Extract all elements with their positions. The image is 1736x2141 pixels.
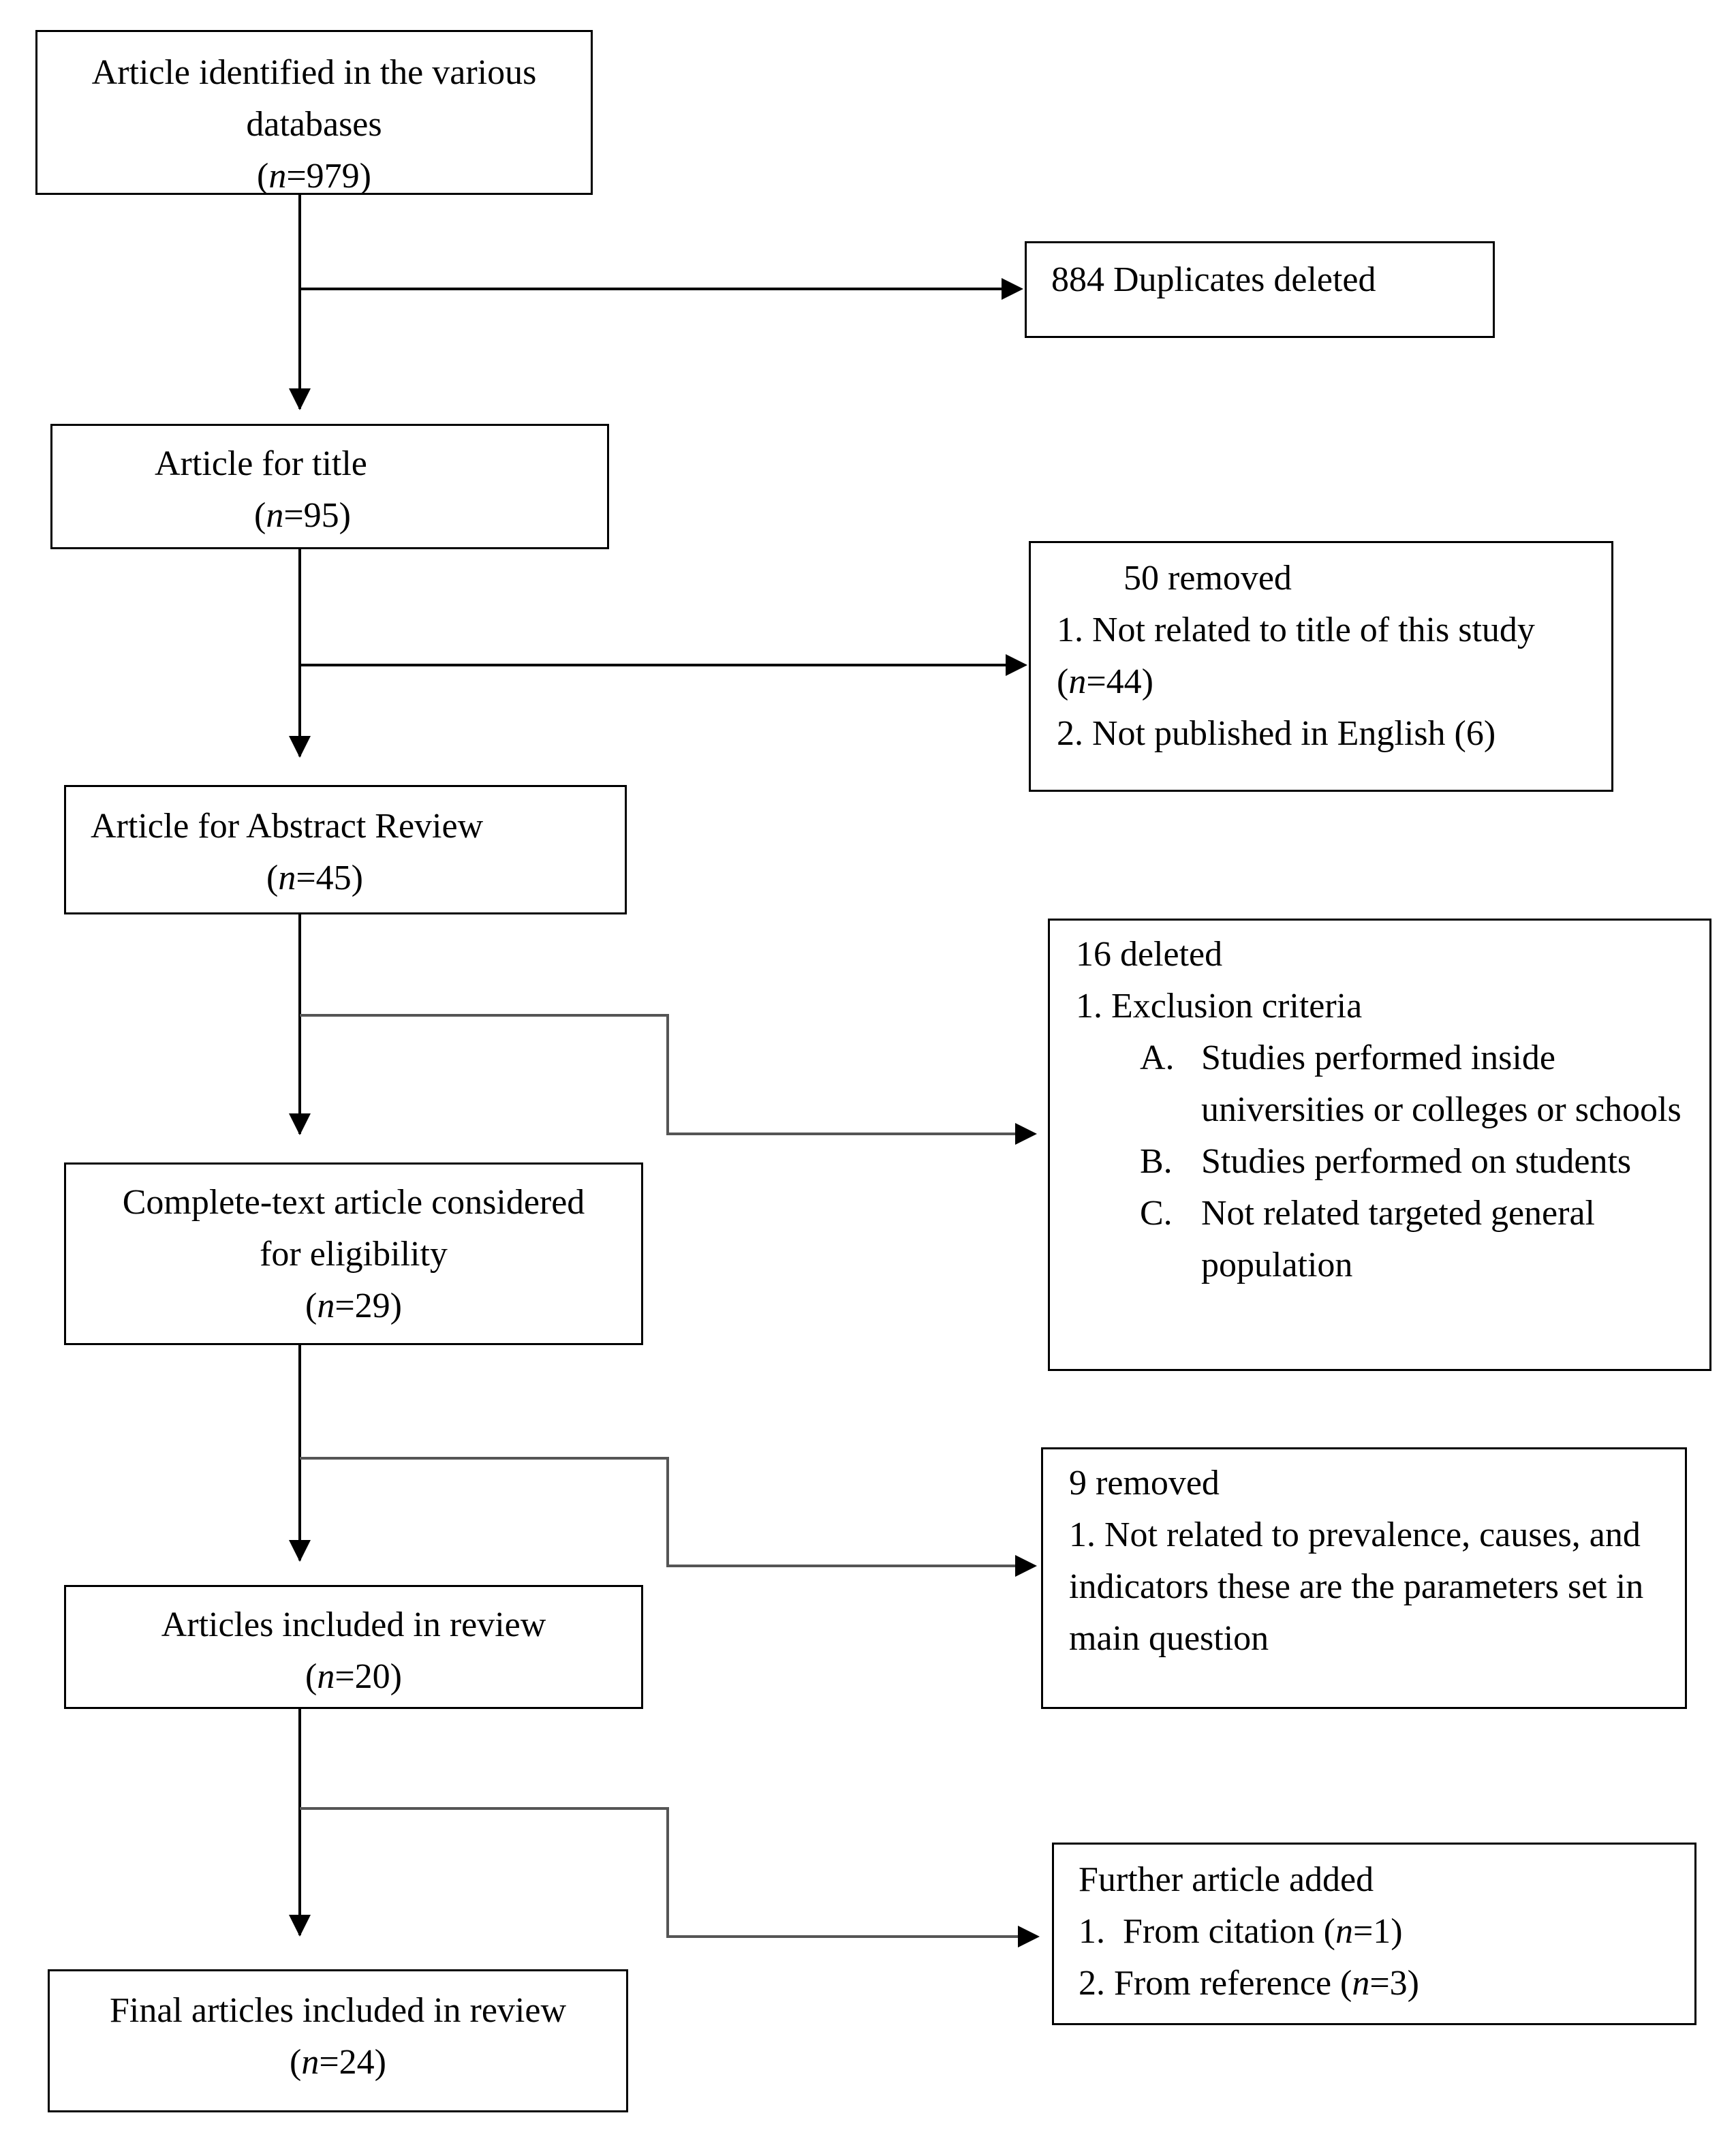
removed-50-n-label: n — [1068, 662, 1087, 701]
box-added: Further article added 1. From citation (… — [1052, 1843, 1696, 2025]
arrowhead-added — [1018, 1926, 1040, 1947]
added-item1-text: 1. From citation ( — [1079, 1912, 1335, 1951]
deleted-16-head: 16 deleted — [1076, 935, 1223, 974]
added-item2-text: 2. From reference ( — [1079, 1964, 1352, 2003]
arrowhead-removed-50 — [1006, 654, 1027, 676]
box-identified: Article identified in the various databa… — [35, 30, 593, 196]
box-abstract: Article for Abstract Review (n=45) — [64, 785, 627, 914]
fulltext-n-value: =29 — [335, 1287, 390, 1325]
identified-line1: Article identified in the various — [91, 53, 537, 92]
added-head: Further article added — [1079, 1860, 1374, 1899]
deleted-16-sub-b-text: Studies performed on students — [1201, 1142, 1632, 1181]
arrowhead-fulltext — [289, 1113, 311, 1135]
arrowhead-title — [289, 388, 311, 410]
abstract-n-label: n — [278, 859, 296, 897]
deleted-16-sub-c-label: C. — [1140, 1194, 1173, 1233]
added-item2-n-label: n — [1352, 1964, 1370, 2003]
fulltext-line2: for eligibility — [260, 1235, 448, 1274]
fulltext-n-label: n — [317, 1287, 335, 1325]
arrowhead-abstract — [289, 736, 311, 758]
box-removed-50: 50 removed 1. Not related to title of th… — [1029, 541, 1613, 792]
box-fulltext: Complete-text article considered for eli… — [64, 1162, 643, 1345]
title-n-label: n — [266, 496, 284, 535]
abstract-n-value: =45 — [296, 859, 352, 897]
added-item1-n-value: =1) — [1352, 1912, 1403, 1951]
included-n-value: =20 — [335, 1657, 390, 1696]
deleted-16-sub-c-text: Not related targeted general population — [1201, 1194, 1595, 1284]
branch-to-deleted-16 — [300, 1014, 1015, 1135]
arrowhead-final — [289, 1915, 311, 1937]
fulltext-count: (n=29) — [305, 1287, 402, 1325]
box-title: Article for title (n=95) — [50, 424, 609, 549]
included-count: (n=20) — [305, 1657, 402, 1696]
deleted-16-item1: 1. Exclusion criteria — [1076, 987, 1363, 1026]
deleted-16-sub-a-label: A. — [1140, 1038, 1175, 1077]
arrowhead-deleted-16 — [1015, 1123, 1037, 1145]
removed-50-head: 50 removed — [1123, 559, 1292, 598]
added-item2-n-value: =3) — [1369, 1964, 1420, 2003]
arrowhead-removed-9 — [1015, 1555, 1037, 1577]
title-line1: Article for title — [155, 444, 367, 483]
duplicates-text: 884 Duplicates deleted — [1051, 260, 1376, 299]
removed-50-n-value: =44 — [1086, 662, 1142, 701]
included-line1: Articles included in review — [161, 1605, 546, 1644]
box-final: Final articles included in review (n=24) — [48, 1969, 628, 2112]
identified-n-label: n — [268, 157, 287, 196]
final-n-value: =24 — [319, 2043, 375, 2082]
identified-n-value: =979 — [286, 157, 360, 196]
final-n-label: n — [301, 2043, 320, 2082]
box-included: Articles included in review (n=20) — [64, 1585, 643, 1709]
deleted-16-sub-a: A. Studies performed inside universities… — [1076, 1032, 1693, 1136]
removed-9-head: 9 removed — [1069, 1464, 1220, 1503]
removed-50-item1-count: (n=44) — [1057, 662, 1153, 701]
branch-to-added — [300, 1807, 1018, 1938]
final-line1: Final articles included in review — [109, 1991, 566, 2030]
added-item1-n-label: n — [1335, 1912, 1353, 1951]
final-count: (n=24) — [290, 2043, 386, 2082]
box-duplicates: 884 Duplicates deleted — [1025, 241, 1495, 338]
branch-to-removed-9 — [300, 1457, 1015, 1567]
abstract-line1: Article for Abstract Review — [91, 807, 484, 846]
identified-count: (n=979) — [257, 157, 371, 196]
removed-50-item1: 1. Not related to title of this study — [1057, 611, 1535, 649]
deleted-16-sub-b-label: B. — [1140, 1142, 1173, 1181]
arrowhead-duplicates — [1002, 278, 1023, 300]
abstract-count: (n=45) — [266, 859, 363, 897]
title-count: (n=95) — [254, 496, 351, 535]
box-deleted-16: 16 deleted 1. Exclusion criteria A. Stud… — [1048, 919, 1711, 1371]
title-n-value: =95 — [283, 496, 339, 535]
removed-50-item2: 2. Not published in English (6) — [1057, 714, 1496, 753]
added-item2: 2. From reference (n=3) — [1079, 1958, 1681, 2009]
included-n-label: n — [317, 1657, 335, 1696]
added-item1: 1. From citation (n=1) — [1079, 1906, 1681, 1958]
deleted-16-sub-c: C. Not related targeted general populati… — [1076, 1188, 1693, 1291]
box-removed-9: 9 removed 1. Not related to prevalence, … — [1041, 1447, 1687, 1709]
identified-line2: databases — [246, 105, 382, 144]
deleted-16-sub-b: B. Studies performed on students — [1076, 1136, 1693, 1188]
arrowhead-included — [289, 1540, 311, 1562]
fulltext-line1: Complete-text article considered — [122, 1183, 585, 1222]
deleted-16-sub-a-text: Studies performed inside universities or… — [1201, 1038, 1681, 1129]
removed-9-item1: 1. Not related to prevalence, causes, an… — [1069, 1515, 1644, 1658]
